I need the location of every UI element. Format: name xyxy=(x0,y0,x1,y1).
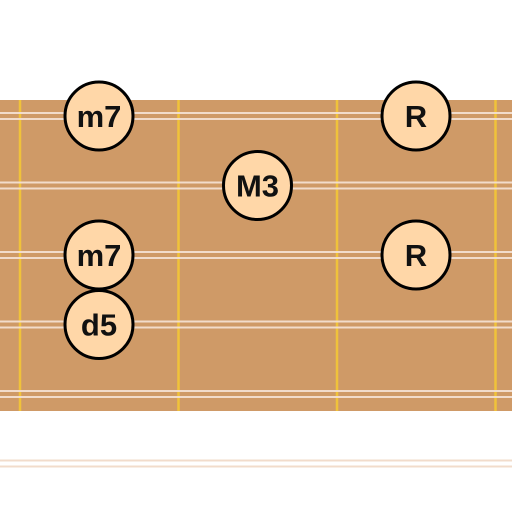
note-marker: m7 xyxy=(63,80,135,152)
note-circle xyxy=(380,80,452,152)
note-circle xyxy=(380,219,452,291)
note-marker: m7 xyxy=(63,219,135,291)
note-marker: R xyxy=(380,80,452,152)
note-label: d5 xyxy=(81,308,117,343)
note-label: m7 xyxy=(77,238,122,273)
note-label: R xyxy=(405,99,427,134)
note-marker: R xyxy=(380,219,452,291)
note-label: R xyxy=(405,238,427,273)
note-label: M3 xyxy=(236,169,279,204)
note-marker: M3 xyxy=(222,150,293,221)
note-circle xyxy=(222,150,293,221)
fret-lines xyxy=(18,100,497,411)
note-label: m7 xyxy=(77,99,122,134)
note-circle xyxy=(63,289,135,360)
note-marker: d5 xyxy=(63,289,135,360)
note-circle xyxy=(63,80,135,152)
